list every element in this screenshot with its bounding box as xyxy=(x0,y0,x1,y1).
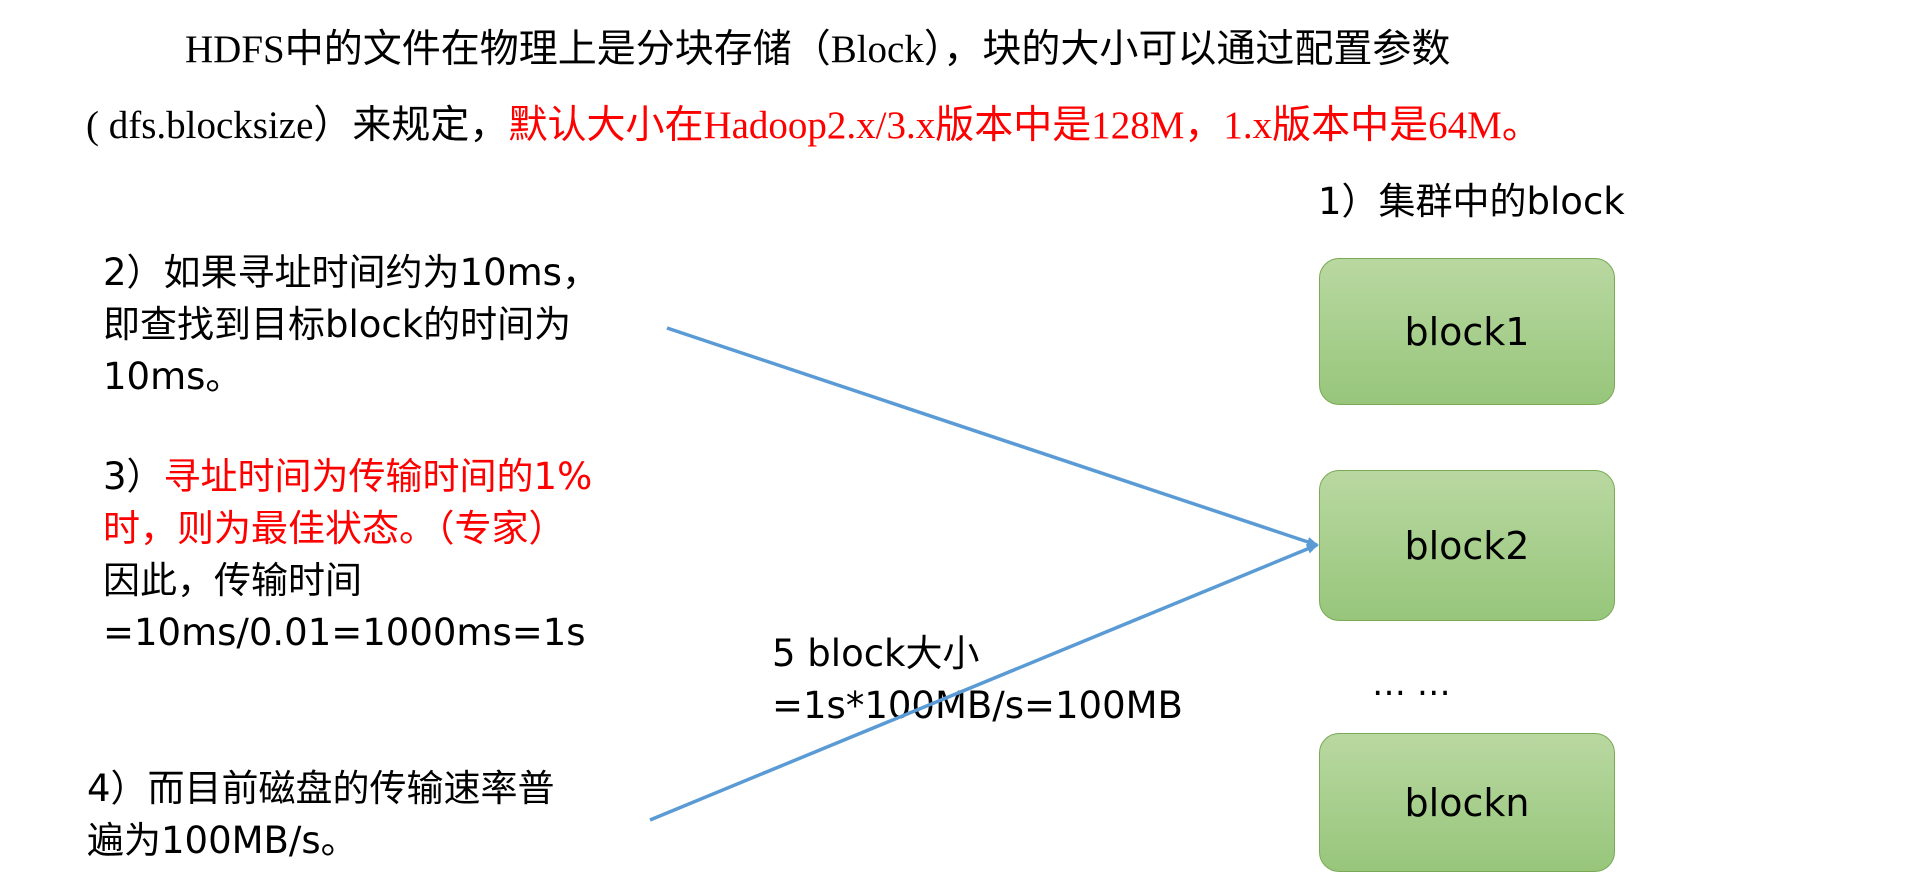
intro-line-2-text: ( dfs.blocksize）来规定， xyxy=(86,104,509,147)
optimal-state-prefix: 3） xyxy=(103,455,164,498)
seek-time-note: 2）如果寻址时间约为10ms， 即查找到目标block的时间为 10ms。 xyxy=(103,247,599,403)
optimal-state-highlight-1: 寻址时间为传输时间的1% xyxy=(163,455,593,498)
optimal-state-highlight-2: 时，则为最佳状态。（专家） xyxy=(103,507,566,550)
disk-rate-line-1: 4）而目前磁盘的传输速率普 xyxy=(87,767,555,810)
seek-time-line-1: 2）如果寻址时间约为10ms， xyxy=(103,251,599,294)
block-ellipsis: … … xyxy=(1372,664,1451,704)
seek-to-block-arrow xyxy=(666,326,1319,547)
block-label-n: blockn xyxy=(1404,780,1530,825)
block-label-2: block2 xyxy=(1404,523,1530,568)
disk-rate-note: 4）而目前磁盘的传输速率普 遍为100MB/s。 xyxy=(87,763,555,867)
intro-line-1: HDFS中的文件在物理上是分块存储（Block），块的大小可以通过配置参数 xyxy=(185,28,1451,71)
block-box-1: block1 xyxy=(1319,258,1615,405)
intro-line-2: ( dfs.blocksize）来规定，默认大小在Hadoop2.x/3.x版本… xyxy=(86,98,1541,154)
block-size-note: 5 block大小 =1s*100MB/s=100MB xyxy=(772,628,1183,732)
optimal-state-line-3: 因此，传输时间 xyxy=(103,559,362,602)
block-label-1: block1 xyxy=(1404,309,1530,354)
block-size-line-1: 5 block大小 xyxy=(772,632,980,675)
block-box-n: blockn xyxy=(1319,733,1615,872)
intro-default-size-highlight: 默认大小在Hadoop2.x/3.x版本中是128M，1.x版本中是64M。 xyxy=(508,104,1541,147)
optimal-state-line-4: =10ms/0.01=1000ms=1s xyxy=(103,611,586,654)
disk-rate-line-2: 遍为100MB/s。 xyxy=(87,819,358,862)
seek-time-line-2: 即查找到目标block的时间为 xyxy=(103,303,572,346)
cluster-title: 1）集群中的block xyxy=(1318,180,1625,223)
block-size-line-2: =1s*100MB/s=100MB xyxy=(772,684,1183,727)
block-box-2: block2 xyxy=(1319,470,1615,621)
optimal-state-line-1: 3）寻址时间为传输时间的1% xyxy=(103,451,592,503)
seek-time-line-3: 10ms。 xyxy=(103,355,243,398)
optimal-state-note: 3）寻址时间为传输时间的1% 时，则为最佳状态。（专家） 因此，传输时间 =10… xyxy=(103,451,592,659)
